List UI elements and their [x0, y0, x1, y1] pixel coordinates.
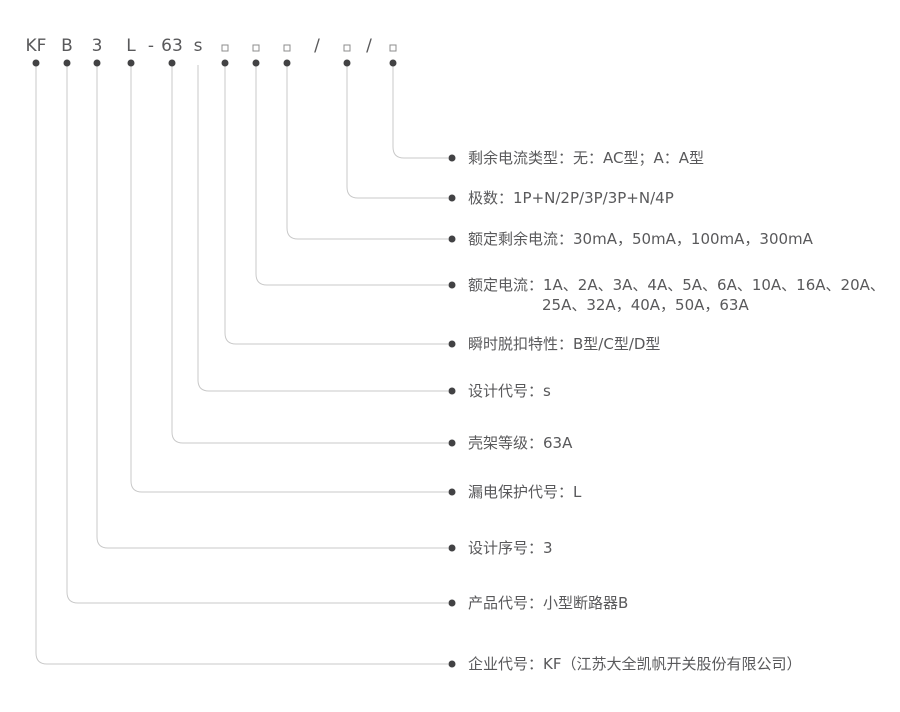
legend-label-line1: 设计序号：3 — [468, 539, 553, 557]
connector-n63 — [171, 66, 448, 444]
legend-label-b: 产品代号：小型断路器B — [468, 593, 628, 613]
connector-kf — [35, 66, 448, 665]
token-dot-three — [93, 59, 101, 67]
token-dot-kf — [32, 59, 40, 67]
model-token-b: B — [61, 36, 73, 56]
bullet-dot — [448, 439, 456, 447]
token-dot-box5 — [389, 59, 397, 67]
connector-s — [197, 65, 448, 392]
legend-label-s: 设计代号：s — [468, 381, 551, 401]
model-token-slash2: / — [366, 36, 372, 56]
bullet-dot — [448, 488, 456, 496]
placeholder-box-box3 — [283, 44, 291, 52]
bullet-dot — [448, 281, 456, 289]
connector-box4 — [346, 66, 448, 199]
placeholder-box-box5 — [389, 44, 397, 52]
model-token-n63: 63 — [161, 36, 183, 56]
model-token-kf: KF — [25, 36, 47, 56]
legend-label-line1: 剩余电流类型：无：AC型；A：A型 — [468, 149, 704, 167]
token-dot-box4 — [343, 59, 351, 67]
connector-box1 — [224, 66, 448, 345]
model-token-s: s — [193, 36, 203, 56]
connector-l — [130, 66, 448, 493]
placeholder-box-box2 — [252, 44, 260, 52]
placeholder-box-box4 — [343, 44, 351, 52]
bullet-dot — [448, 599, 456, 607]
legend-label-line2: 25A、32A，40A，50A，63A — [542, 296, 749, 314]
token-dot-box1 — [221, 59, 229, 67]
bullet-dot — [448, 235, 456, 243]
model-token-dash: - — [147, 36, 155, 56]
connector-box5 — [392, 66, 448, 159]
legend-label-line1: 额定剩余电流：30mA，50mA，100mA，300mA — [468, 230, 813, 248]
model-token-l: L — [126, 36, 136, 56]
connector-box3 — [286, 66, 448, 240]
placeholder-box-box1 — [221, 44, 229, 52]
token-dot-n63 — [168, 59, 176, 67]
token-dot-b — [63, 59, 71, 67]
connector-box2 — [255, 66, 448, 286]
bullet-dot — [448, 387, 456, 395]
legend-label-line1: 企业代号：KF（江苏大全凯帆开关股份有限公司） — [468, 655, 802, 673]
bullet-dot — [448, 340, 456, 348]
bullet-dot — [448, 544, 456, 552]
legend-label-box1: 瞬时脱扣特性：B型/C型/D型 — [468, 334, 660, 354]
token-dot-box2 — [252, 59, 260, 67]
model-token-three: 3 — [91, 36, 103, 56]
legend-label-box5: 剩余电流类型：无：AC型；A：A型 — [468, 148, 704, 168]
legend-label-box4: 极数：1P+N/2P/3P/3P+N/4P — [468, 188, 674, 208]
legend-label-kf: 企业代号：KF（江苏大全凯帆开关股份有限公司） — [468, 654, 801, 674]
legend-label-line1: 瞬时脱扣特性：B型/C型/D型 — [468, 335, 661, 353]
legend-label-line1: 壳架等级：63A — [468, 434, 573, 452]
legend-label-l: 漏电保护代号：L — [468, 482, 581, 502]
legend-label-line1: 极数：1P+N/2P/3P/3P+N/4P — [468, 189, 674, 207]
connector-b — [66, 66, 448, 604]
legend-label-three: 设计序号：3 — [468, 538, 553, 558]
connector-three — [96, 66, 448, 549]
token-dot-box3 — [283, 59, 291, 67]
bullet-dot — [448, 194, 456, 202]
legend-label-line1: 设计代号：s — [468, 382, 551, 400]
bullet-dot — [448, 660, 456, 668]
legend-label-n63: 壳架等级：63A — [468, 433, 572, 453]
legend-label-line1: 产品代号：小型断路器B — [468, 594, 629, 612]
legend-label-line1: 漏电保护代号：L — [468, 483, 582, 501]
model-token-slash1: / — [314, 36, 320, 56]
token-dot-l — [127, 59, 135, 67]
legend-label-line1: 额定电流：1A、2A、3A、4A、5A、6A、10A、16A、20A、 — [468, 276, 885, 294]
legend-label-box3: 额定剩余电流：30mA，50mA，100mA，300mA — [468, 229, 813, 249]
bullet-dot — [448, 154, 456, 162]
legend-label-box2: 额定电流：1A、2A、3A、4A、5A、6A、10A、16A、20A、 25A、3… — [468, 275, 885, 315]
